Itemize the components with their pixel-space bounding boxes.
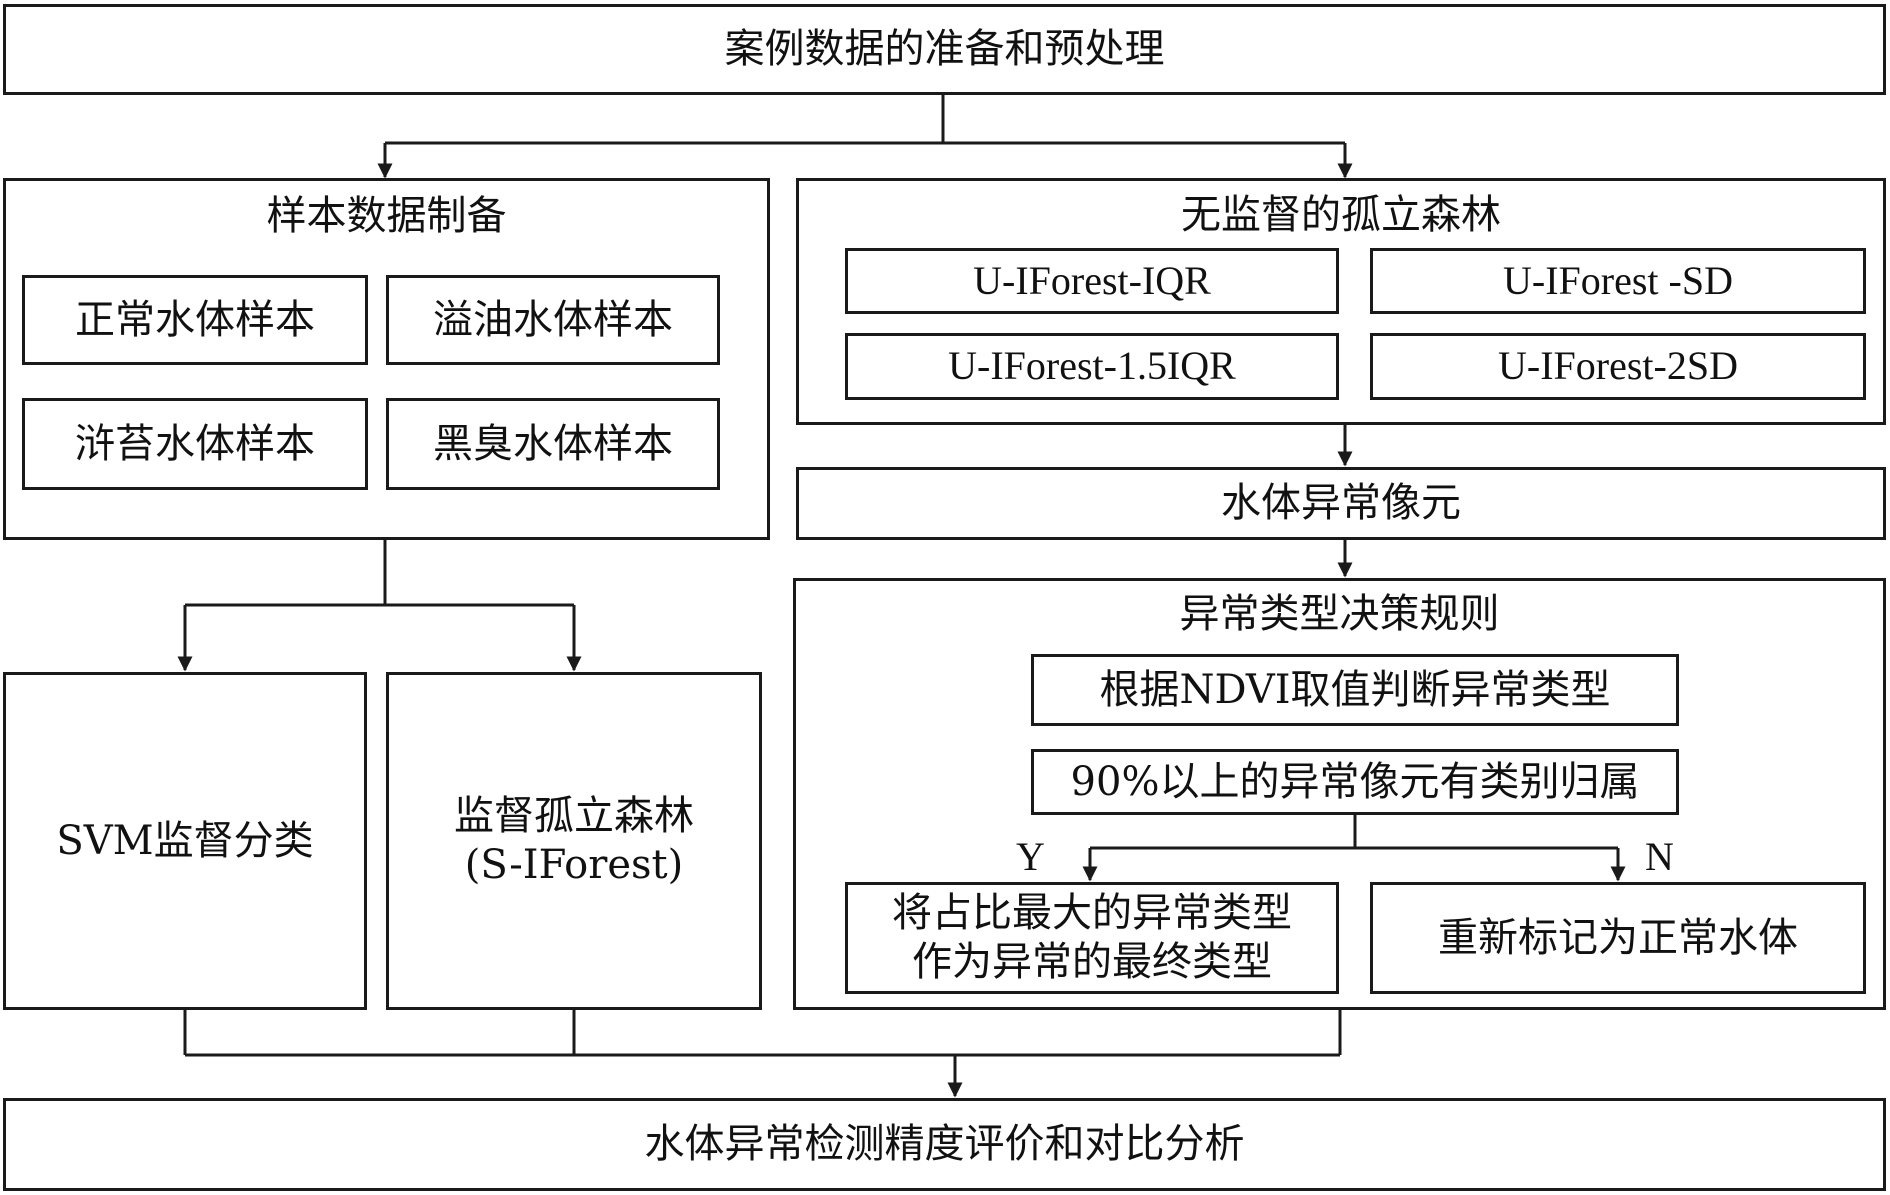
- no-branch-label: N: [1645, 834, 1674, 879]
- relabel-node: 重新标记为正常水体: [1370, 882, 1866, 994]
- normal-sample-node: 正常水体样本: [22, 275, 368, 365]
- sample-group-title: 样本数据制备: [266, 192, 507, 239]
- svm-node: SVM监督分类: [3, 672, 367, 1010]
- algae-sample-node: 浒苔水体样本: [22, 398, 368, 490]
- final-type-line-2: 作为异常的最终类型: [912, 939, 1272, 985]
- unsup-group-frame: [796, 178, 1886, 425]
- rule-group-title: 异常类型决策规则: [1179, 590, 1500, 637]
- oil-sample-node: 溢油水体样本: [386, 275, 720, 365]
- ratio-rule-node: 90%以上的异常像元有类别归属: [1031, 749, 1679, 815]
- s-iforest-line-1: 监督孤立森林: [454, 793, 694, 840]
- u-iforest-sd-node: U-IForest -SD: [1370, 248, 1866, 314]
- final-type-line-1: 将占比最大的异常类型: [892, 890, 1292, 937]
- final-type-node: 将占比最大的异常类型 作为异常的最终类型: [845, 882, 1339, 994]
- rule-group-frame: [793, 578, 1886, 1010]
- sample-group-frame: [3, 178, 770, 540]
- s-iforest-node: 监督孤立森林 (S-IForest): [386, 672, 762, 1010]
- prep-node: 案例数据的准备和预处理: [3, 4, 1886, 95]
- anomaly-pixels-node: 水体异常像元: [796, 467, 1886, 540]
- black-sample-node: 黑臭水体样本: [386, 398, 720, 490]
- u-iforest-2sd-node: U-IForest-2SD: [1370, 333, 1866, 400]
- unsup-group-title: 无监督的孤立森林: [1181, 191, 1501, 238]
- ndvi-rule-node: 根据NDVI取值判断异常类型: [1031, 654, 1679, 726]
- evaluation-node: 水体异常检测精度评价和对比分析: [3, 1098, 1886, 1191]
- u-iforest-iqr-node: U-IForest-IQR: [845, 248, 1339, 314]
- s-iforest-line-2: (S-IForest): [464, 842, 684, 888]
- u-iforest-1-5iqr-node: U-IForest-1.5IQR: [845, 333, 1339, 400]
- yes-branch-label: Y: [1016, 834, 1045, 879]
